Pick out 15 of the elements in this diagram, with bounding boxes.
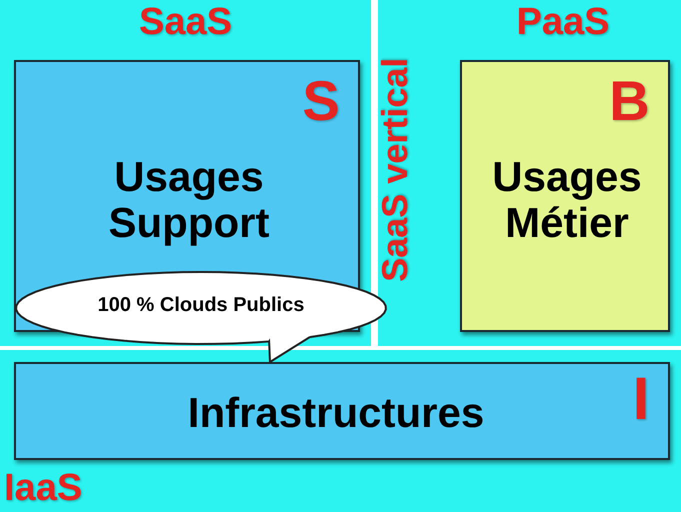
box-title: Infrastructures <box>186 390 486 436</box>
box-title: Usages Support <box>108 154 270 246</box>
panel-heading: SaaS <box>138 2 233 44</box>
vertical-heading: SaaS vertical <box>375 56 415 284</box>
service-box <box>460 60 670 332</box>
letter-mark: I <box>632 366 650 432</box>
box-title: Usages Métier <box>491 154 643 246</box>
bubble-text: 100 % Clouds Publics <box>96 294 306 316</box>
service-panel <box>0 350 681 512</box>
service-box <box>14 362 670 460</box>
panel-heading: PaaS <box>516 2 610 44</box>
service-panel <box>378 0 681 346</box>
letter-mark: B <box>608 70 651 132</box>
letter-mark: S <box>301 70 341 132</box>
panel-heading: IaaS <box>4 468 84 510</box>
